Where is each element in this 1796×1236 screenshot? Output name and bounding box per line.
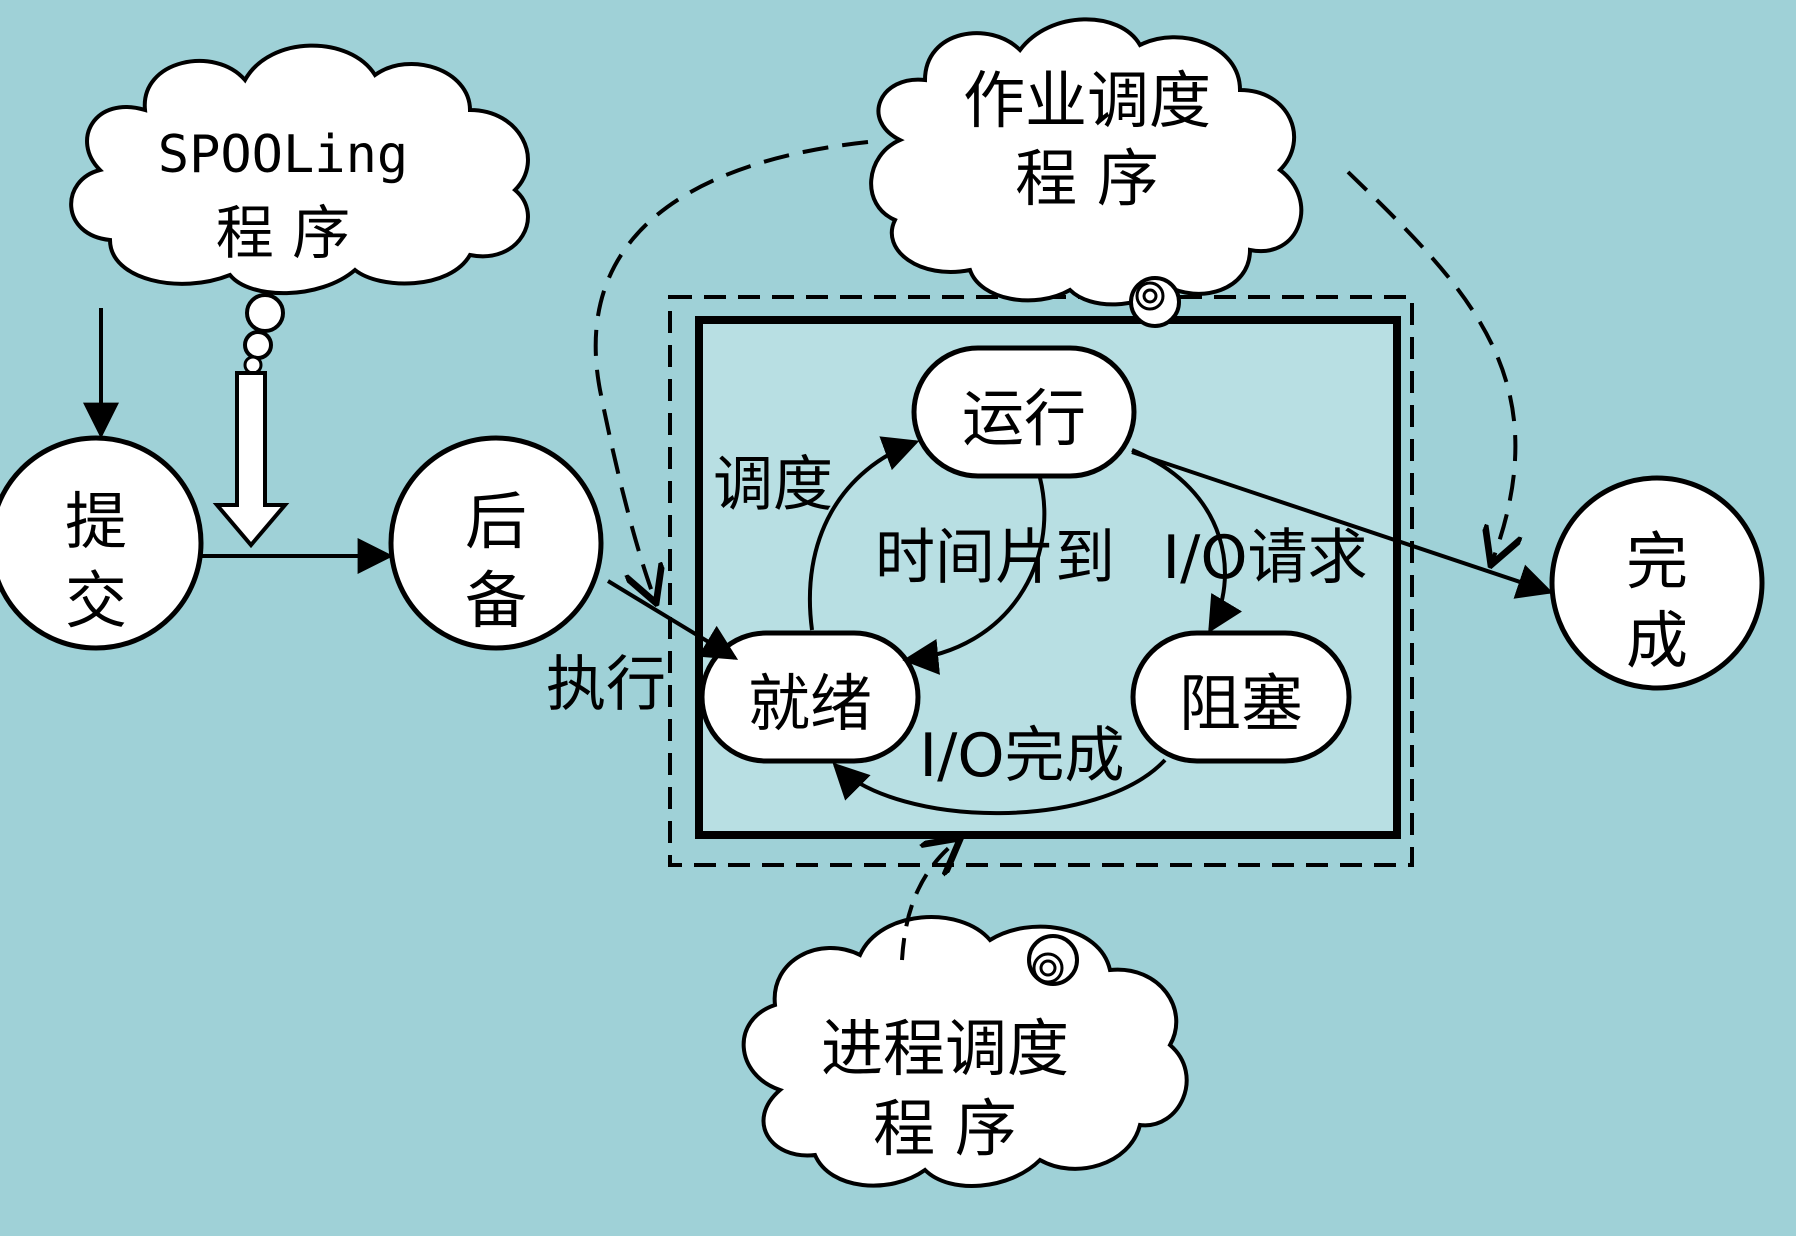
backup-line1: 后 [465,485,527,558]
complete-line2: 成 [1626,604,1688,677]
submit-line2: 交 [65,564,127,637]
job-scheduler-tail-icon [1129,276,1181,328]
running-label: 运行 [962,382,1086,455]
spooling-line2: 程 序 [216,199,350,267]
process-scheduler-line2: 程 序 [873,1092,1017,1165]
node-blocked: 阻塞 [1130,630,1352,764]
blocked-label: 阻塞 [1179,667,1303,740]
label-io-complete: I/O完成 [919,721,1124,791]
dashed-process-scheduler-to-panel [900,840,958,961]
arrow-ready-to-running [807,436,920,631]
label-execute: 执行 [546,650,666,720]
node-ready: 就绪 [699,630,921,764]
submit-line1: 提 [65,485,127,558]
node-complete: 完 成 [1549,475,1765,691]
ready-label: 就绪 [748,667,872,740]
complete-line1: 完 [1626,525,1688,598]
job-scheduler-line2: 程 序 [1015,142,1159,215]
dashed-job-scheduler-to-complete [1346,170,1515,562]
backup-line2: 备 [465,564,527,637]
process-scheduler-cloud: 进程调度 程 序 [741,915,1189,1188]
dashed-job-scheduler-to-ready [593,140,869,600]
label-io-request: I/O请求 [1162,523,1367,593]
job-scheduler-cloud: 作业调度 程 序 [869,17,1304,328]
spooling-block-arrow [212,371,290,549]
arrow-blocked-to-ready [832,758,1167,816]
process-scheduler-line1: 进程调度 [821,1012,1069,1085]
node-submit: 提 交 [0,435,204,651]
node-backup: 后 备 [388,435,604,651]
outer-dashed-boundary [668,295,1414,867]
arrow-running-to-complete [1131,450,1554,599]
spooling-cloud: SPOOLing 程 序 [69,43,530,375]
spooling-line1: SPOOLing [158,125,408,185]
job-scheduler-line1: 作业调度 [963,64,1211,137]
node-running: 运行 [911,345,1137,479]
arrow-running-to-blocked [1131,448,1243,634]
arrow-running-to-ready [902,477,1047,675]
label-timeslice: 时间片到 [875,523,1115,593]
label-dispatch: 调度 [713,450,833,520]
